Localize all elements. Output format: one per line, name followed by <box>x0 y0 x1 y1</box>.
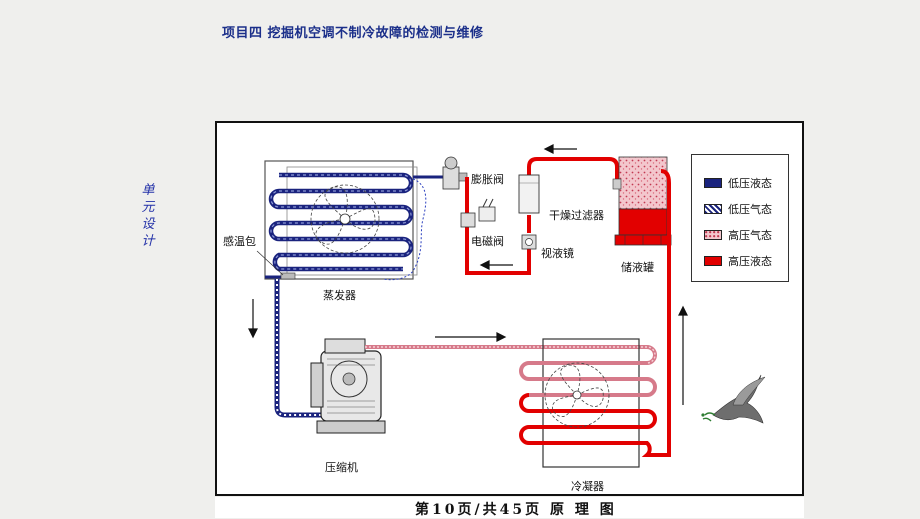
side-label-unit-design: 单元设计 <box>141 183 155 249</box>
flow-arrow-suction <box>248 299 258 339</box>
label-receiver: 储液罐 <box>621 261 654 274</box>
refrigeration-cycle-diagram: 膨胀阀 干燥过滤器 电磁阀 视液镜 储液罐 感温包 蒸发器 压缩机 冷凝器 低压… <box>215 121 804 496</box>
label-evaporator: 蒸发器 <box>323 289 356 302</box>
legend-label: 高压气态 <box>728 229 772 242</box>
slide-title: 项目四 挖掘机空调不制冷故障的检测与维修 <box>222 26 484 41</box>
dove-logo <box>701 374 766 424</box>
expansion-valve <box>442 156 468 190</box>
legend-label: 低压气态 <box>728 203 772 216</box>
legend-label: 低压液态 <box>728 177 772 190</box>
legend-swatch-low-liquid <box>704 178 722 188</box>
label-temp-bulb: 感温包 <box>223 235 256 248</box>
evaporator-frame <box>264 160 414 280</box>
discharge-line <box>365 345 657 365</box>
legend-swatch-high-liquid <box>704 256 722 266</box>
flow-arrow-discharge <box>435 332 507 342</box>
condenser-coil-gas <box>519 361 657 397</box>
legend-swatch-low-gas <box>704 204 722 214</box>
caption-bar: 第10页/共45页 原 理 图 <box>215 497 804 518</box>
label-dryer-filter: 干燥过滤器 <box>549 209 604 222</box>
legend-swatch-high-gas <box>704 230 722 240</box>
condenser-fan <box>544 362 610 428</box>
condenser-frame <box>542 338 640 468</box>
legend-item: 高压液态 <box>704 253 772 269</box>
flow-arrow-liquid-bottom <box>479 260 513 270</box>
evaporator-fan <box>310 184 380 254</box>
temp-bulb <box>280 272 296 280</box>
label-sight-glass: 视液镜 <box>541 247 574 260</box>
legend-item: 低压气态 <box>704 201 772 217</box>
sight-glass <box>521 234 537 250</box>
dryer-filter <box>518 174 540 214</box>
condenser-coil-liquid <box>519 169 671 457</box>
label-compressor: 压缩机 <box>325 461 358 474</box>
capillary-line <box>382 178 427 281</box>
legend: 低压液态 低压气态 高压气态 高压液态 <box>691 154 789 282</box>
legend-item: 高压气态 <box>704 227 772 243</box>
receiver-tank <box>612 156 672 246</box>
compressor <box>310 338 386 434</box>
label-condenser: 冷凝器 <box>571 480 604 493</box>
label-solenoid-valve: 电磁阀 <box>471 235 504 248</box>
caption-text: 第10页/共45页 原 理 图 <box>415 502 617 518</box>
label-expansion-valve: 膨胀阀 <box>471 173 504 186</box>
diagram-canvas <box>248 144 766 468</box>
legend-label: 高压液态 <box>728 255 772 268</box>
receiver-outlet-line <box>527 157 619 185</box>
legend-item: 低压液态 <box>704 175 772 191</box>
flow-arrow-return <box>678 305 688 405</box>
flow-arrow-liquid-top <box>543 144 577 154</box>
solenoid-valve <box>460 198 496 228</box>
